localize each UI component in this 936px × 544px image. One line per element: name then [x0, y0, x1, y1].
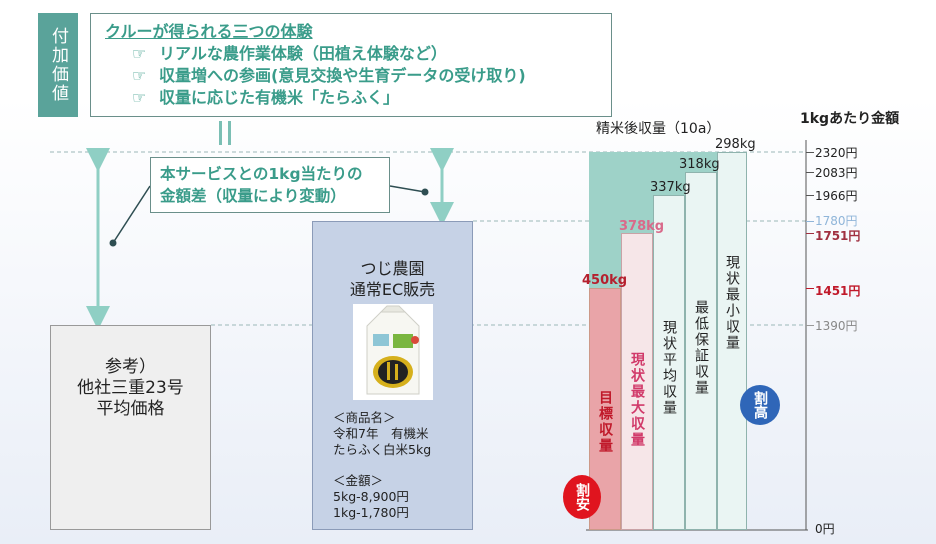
bar-average-yield [653, 195, 685, 530]
reference-price-box: 参考） 他社三重23号 平均価格 [50, 325, 211, 530]
price-tick-label: 2083円 [815, 166, 858, 180]
equals-sign [217, 121, 235, 145]
price-value: 5kg-8,900円 [333, 489, 409, 504]
tsuji-title-line: 通常EC販売 [349, 280, 436, 299]
reference-line: 参考） [105, 357, 156, 377]
bar-label: 目標収量 [597, 390, 613, 454]
reference-line: 平均価格 [96, 399, 165, 419]
price-tick-label: 1751円 [815, 229, 861, 243]
chart-header: 精米後収量（10a） [596, 121, 721, 137]
tick [806, 195, 814, 196]
experiences-box: クルーが得られる三つの体験 ☞ リアルな農作業体験（田植え体験など） ☞ 収量増… [90, 13, 612, 117]
connector-right [389, 185, 426, 193]
tick [806, 288, 814, 289]
kg-label: 450kg [582, 273, 628, 288]
reference-line: 他社三重23号 [77, 378, 184, 398]
tick [806, 152, 814, 153]
price-tick-label: 0円 [815, 522, 835, 536]
rice-bag-image [353, 304, 433, 400]
price-tick-label: 1451円 [815, 284, 861, 298]
product-name: たらふく白米5kg [333, 442, 432, 457]
pointing-hand-icon: ☞ [131, 88, 147, 107]
bar-min-yield [717, 152, 747, 530]
price-tick-label: 1390円 [815, 319, 858, 333]
price-tick-label: 2320円 [815, 146, 858, 160]
tick [806, 325, 814, 326]
product-label: ＜商品名＞ [333, 410, 396, 425]
cheap-badge-text: 割安 [574, 483, 590, 511]
experiences-title: クルーが得られる三つの体験 [105, 22, 313, 41]
diff-note-line: 本サービスとの1kg当たりの [160, 165, 363, 183]
kg-label: 378kg [619, 219, 665, 234]
tick [806, 233, 814, 234]
bar-label: 最低保証収量 [693, 300, 709, 396]
tsuji-title-line: つじ農園 [360, 259, 425, 278]
experience-text: リアルな農作業体験（田植え体験など） [159, 44, 447, 63]
kg-label: 337kg [650, 180, 691, 195]
tsuji-farm-box: つじ農園 通常EC販売 ＜商品名＞ 令和7年 有機米 たらふく白米5kg ＜金額… [312, 221, 473, 530]
bar-max-yield [621, 233, 653, 530]
price-tick-label: 1780円 [815, 214, 858, 228]
experience-item: ☞ 収量に応じた有機米「たらふく」 [105, 87, 611, 109]
experience-item: ☞ リアルな農作業体験（田植え体験など） [105, 43, 611, 65]
product-name: 令和7年 有機米 [333, 426, 429, 441]
bar-guaranteed-yield [685, 172, 717, 530]
price-value: 1kg-1,780円 [333, 505, 409, 520]
price-tick-label: 1966円 [815, 189, 858, 203]
experience-item: ☞ 収量増への参画(意見交換や生育データの受け取り) [105, 65, 611, 87]
connector-left [112, 185, 151, 244]
added-value-label: 付加価値 [38, 13, 78, 117]
kg-label: 318kg [679, 157, 720, 172]
cheap-badge: 割安 [563, 475, 601, 519]
pointing-hand-icon: ☞ [131, 66, 147, 85]
tsuji-title: つじ農園 通常EC販売 [313, 258, 472, 300]
kg-label: 298kg [715, 137, 756, 152]
experience-text: 収量に応じた有機米「たらふく」 [159, 88, 400, 107]
expensive-badge: 割高 [740, 385, 780, 425]
price-label: ＜金額＞ [333, 473, 384, 488]
bar-label: 現状最小収量 [724, 255, 740, 351]
pointing-hand-icon: ☞ [131, 44, 147, 63]
price-header: 1kgあたり金額 [800, 111, 900, 127]
diff-note-line: 金額差（収量により変動） [160, 187, 346, 205]
bar-label: 現状最大収量 [629, 352, 645, 448]
expensive-badge-text: 割高 [752, 391, 768, 419]
bar-label: 現状平均収量 [661, 320, 677, 416]
experience-text: 収量増への参画(意見交換や生育データの受け取り) [159, 66, 526, 85]
price-difference-note: 本サービスとの1kg当たりの 金額差（収量により変動） [150, 157, 390, 213]
tick [806, 172, 814, 173]
tick [806, 221, 814, 222]
